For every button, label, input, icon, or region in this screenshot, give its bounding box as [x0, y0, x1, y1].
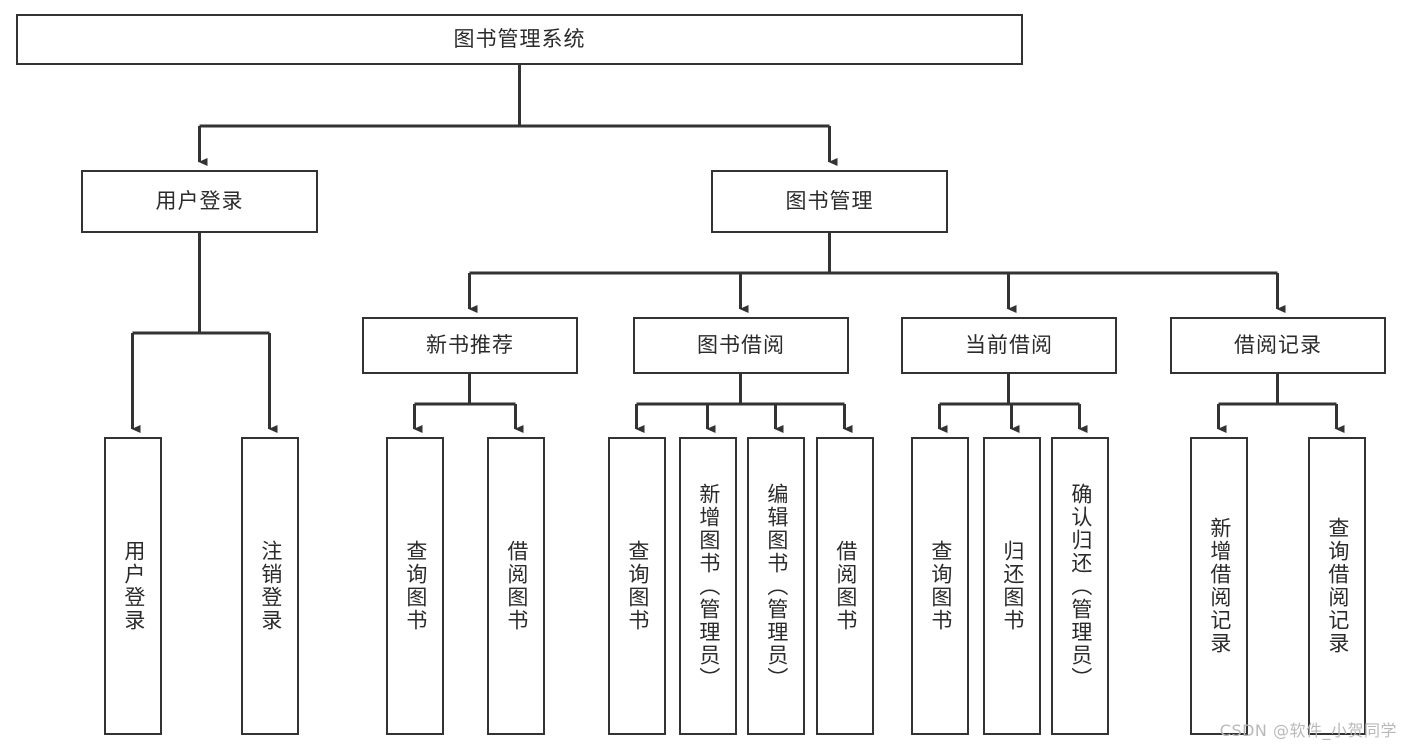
leaf-borrow-add-book-admin[interactable]: 新增图书（管理员） [679, 437, 737, 735]
node-label: 新增图书（管理员） [696, 482, 721, 690]
leaf-borrow-borrow-book[interactable]: 借阅图书 [816, 437, 874, 735]
leaf-current-query-book[interactable]: 查询图书 [911, 437, 969, 735]
leaf-current-confirm-return-admin[interactable]: 确认归还（管理员） [1051, 437, 1109, 735]
leaf-user-login[interactable]: 用户登录 [104, 437, 162, 735]
node-label: 当前借阅 [965, 332, 1053, 357]
node-label: 图书管理 [785, 188, 874, 213]
node-label: 注销登录 [258, 540, 283, 632]
leaf-logout[interactable]: 注销登录 [241, 437, 299, 735]
leaf-recommend-query-book[interactable]: 查询图书 [386, 437, 444, 735]
node-label: 查询图书 [403, 540, 428, 632]
node-label: 归还图书 [1000, 540, 1025, 632]
node-label: 查询图书 [928, 540, 953, 632]
node-label: 编辑图书（管理员） [764, 482, 789, 690]
leaf-record-add-borrow-record[interactable]: 新增借阅记录 [1190, 437, 1248, 735]
node-current-borrow[interactable]: 当前借阅 [901, 317, 1117, 374]
node-new-book-recommend[interactable]: 新书推荐 [362, 317, 578, 374]
node-borrow-record[interactable]: 借阅记录 [1170, 317, 1386, 374]
node-label: 新增借阅记录 [1207, 517, 1232, 655]
node-label: 新书推荐 [426, 332, 514, 357]
node-label: 图书管理系统 [453, 26, 586, 51]
leaf-record-query-borrow-record[interactable]: 查询借阅记录 [1308, 437, 1366, 735]
leaf-current-return-book[interactable]: 归还图书 [983, 437, 1041, 735]
node-root-system[interactable]: 图书管理系统 [16, 14, 1023, 65]
node-user-login[interactable]: 用户登录 [81, 170, 318, 233]
leaf-borrow-query-book[interactable]: 查询图书 [608, 437, 666, 735]
node-book-borrow[interactable]: 图书借阅 [633, 317, 849, 374]
node-label: 借阅图书 [504, 540, 529, 632]
node-book-management[interactable]: 图书管理 [711, 170, 948, 233]
leaf-borrow-edit-book-admin[interactable]: 编辑图书（管理员） [747, 437, 805, 735]
leaf-recommend-borrow-book[interactable]: 借阅图书 [487, 437, 545, 735]
node-label: 用户登录 [121, 540, 146, 632]
node-label: 查询图书 [625, 540, 650, 632]
node-label: 借阅图书 [833, 540, 858, 632]
node-label: 图书借阅 [697, 332, 785, 357]
node-label: 用户登录 [155, 188, 244, 213]
node-label: 确认归还（管理员） [1068, 482, 1093, 690]
node-label: 查询借阅记录 [1325, 517, 1350, 655]
node-label: 借阅记录 [1234, 332, 1322, 357]
